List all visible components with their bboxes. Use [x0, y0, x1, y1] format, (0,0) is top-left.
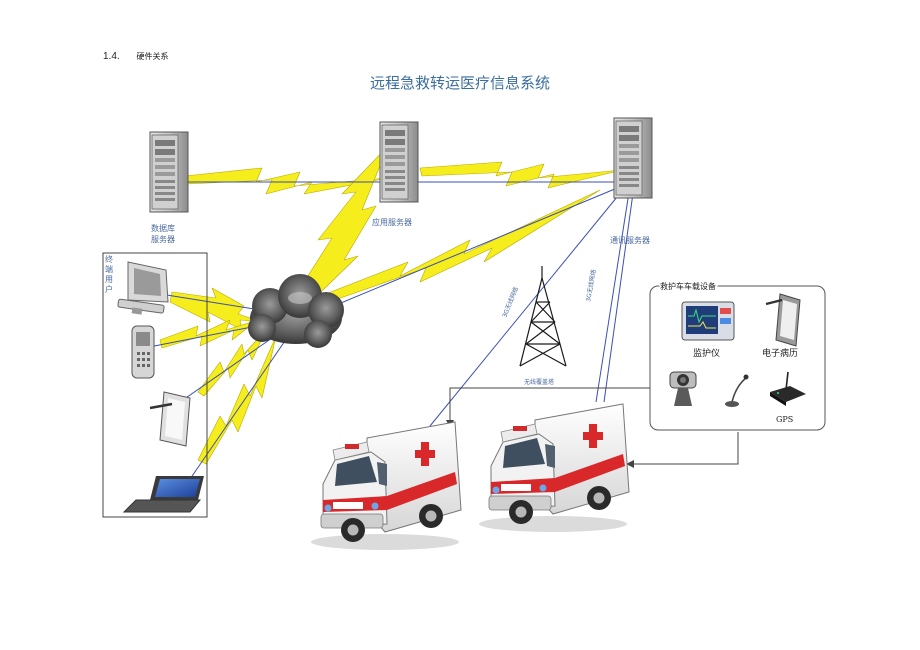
tower-label: 无线覆盖塔 [524, 378, 554, 386]
app-server-label: 应用服务器 [372, 217, 412, 227]
monitor-label: 监护仪 [693, 347, 720, 359]
lightning-tablet-cloud [197, 329, 267, 397]
connector-to-ambulance-1 [449, 387, 650, 424]
tablet-icon [149, 391, 191, 447]
communication-server [613, 117, 653, 199]
connector-arrow-2 [626, 460, 634, 468]
terminal-label-char-4: 户 [105, 284, 113, 294]
link-laptop-cloud [187, 321, 299, 483]
link-cloud-comm [299, 185, 623, 321]
emr-tablet-icon [765, 293, 801, 347]
mobile-phone-icon [131, 325, 155, 379]
section-heading: 1.4. 硬件关系 [103, 51, 168, 62]
application-server [379, 121, 419, 203]
link-comm-ambulance-1 [429, 185, 627, 427]
laptop-icon [122, 476, 204, 513]
lightning-laptop-cloud [197, 335, 277, 465]
ambulance-2 [478, 403, 630, 533]
db-server-label-2: 服务器 [151, 234, 175, 244]
terminal-label-char-2: 端 [105, 264, 113, 274]
patient-monitor-icon [681, 301, 735, 341]
terminal-users-frame [102, 252, 208, 518]
lightning-app-comm [419, 161, 623, 189]
onboard-panel-title: 救护车车载设备 [660, 281, 716, 291]
lightning-phone-cloud [159, 319, 259, 349]
emr-label: 电子病历 [762, 347, 798, 359]
connector-to-ambulance-2 [630, 432, 739, 465]
database-server [149, 131, 189, 213]
diagram-title: 远程急救转运医疗信息系统 [369, 74, 550, 92]
lightning-cloud-comm [304, 189, 601, 311]
ambulance-1 [310, 421, 462, 551]
terminal-group-label: 终 端 用 户 [105, 254, 113, 294]
wireless-network-label-2: 3G无线网络 [584, 269, 598, 302]
link-comm-ambulance-2b [603, 185, 635, 403]
camera-icon [669, 371, 697, 406]
terminal-label-char-3: 用 [105, 275, 113, 284]
gps-device-icon [770, 371, 806, 406]
lightning-cloud-app [284, 145, 389, 317]
wireless-network-label-1: 3G无线网络 [500, 286, 520, 319]
radio-tower-icon [519, 266, 567, 367]
desktop-monitor-icon [117, 261, 169, 315]
terminal-label-char-1: 终 [105, 254, 113, 264]
link-comm-ambulance-2 [595, 185, 631, 403]
section-title: 硬件关系 [136, 52, 169, 61]
lightning-db-app [184, 167, 389, 195]
section-number: 1.4. [103, 51, 120, 62]
microphone-icon [725, 374, 749, 407]
gps-label: GPS [776, 415, 793, 424]
comm-server-label: 通讯服务器 [610, 235, 650, 245]
network-cloud [248, 274, 344, 348]
db-server-label-1: 数据库 [151, 223, 175, 233]
